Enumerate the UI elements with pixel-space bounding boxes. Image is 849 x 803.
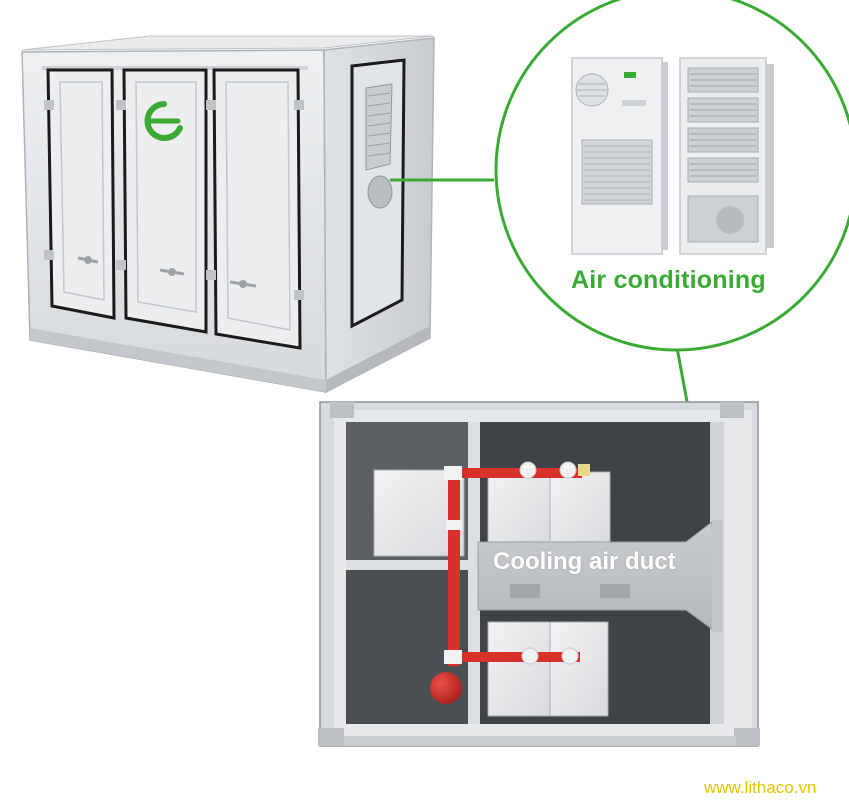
- fire-suppression-pipes: [444, 461, 592, 666]
- container-side-door: [350, 58, 406, 329]
- air-conditioning-label: Air conditioning: [571, 266, 766, 294]
- battery-rack-lower: [487, 621, 609, 717]
- cooling-air-duct-label: Cooling air duct: [493, 548, 676, 575]
- ac-unit-back: [679, 57, 774, 255]
- e-letter-logo-icon: [144, 101, 183, 141]
- watermark-text: www.lithaco.vn: [704, 778, 817, 797]
- container-exterior: [21, 35, 435, 394]
- container-doors: [44, 68, 304, 350]
- container-cutaway: [318, 401, 760, 747]
- suppression-tank: [430, 672, 462, 704]
- cooling-air-duct: [477, 520, 722, 634]
- ac-unit-front: [571, 57, 668, 255]
- battery-rack-upper: [487, 471, 611, 547]
- air-conditioning-callout: [494, 0, 849, 352]
